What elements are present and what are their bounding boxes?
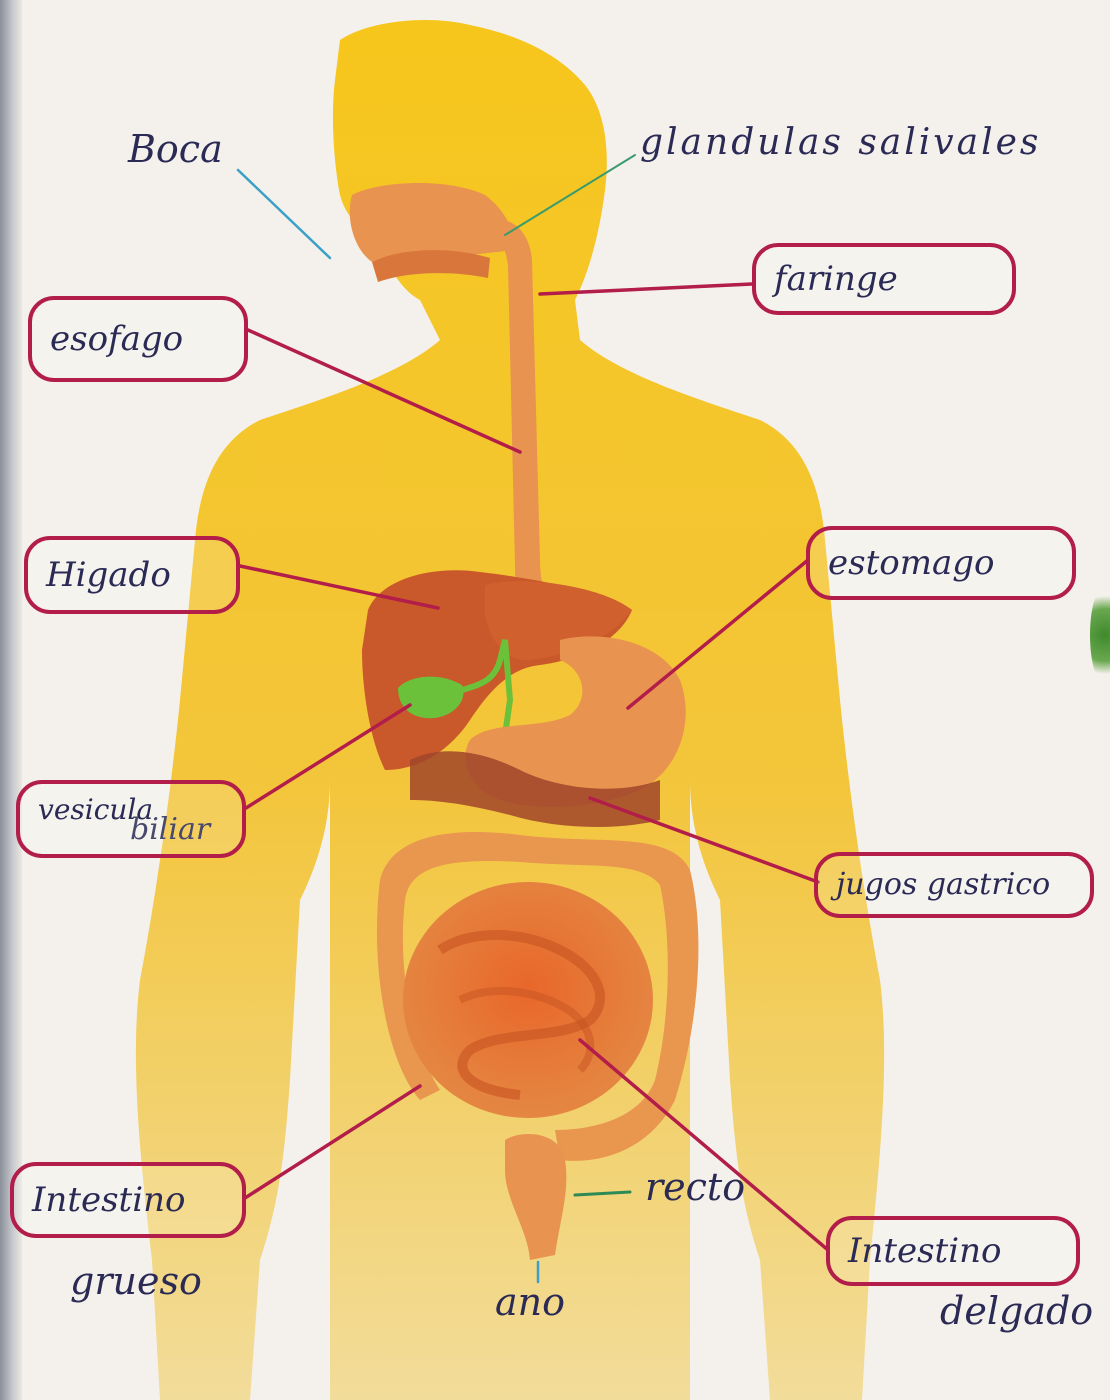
label-faringe: faringe [774,262,898,296]
box-intestino-grueso: Intestino [10,1162,246,1238]
label-intestino-grueso-line1: Intestino [32,1183,185,1217]
label-boca: Boca [128,130,223,168]
label-jugos-gastricos: jugos gastrico [836,870,1050,900]
box-jugos-gastricos: jugos gastrico [814,852,1094,918]
label-higado: Higado [46,558,171,592]
label-intestino-delgado-line1: Intestino [848,1234,1001,1268]
small-intestine [403,882,653,1118]
label-estomago: estomago [828,546,994,580]
label-intestino-delgado-line2: delgado [940,1292,1093,1330]
pointer-boca [238,170,330,258]
box-higado: Higado [24,536,240,614]
box-esofago: esofago [28,296,248,382]
label-recto: recto [645,1168,745,1206]
label-vesicula-line1: vesicula [38,796,153,824]
label-intestino-grueso-line2: grueso [70,1262,202,1300]
label-ano: ano [495,1283,565,1321]
label-esofago: esofago [50,322,183,356]
box-intestino-delgado: Intestino [826,1216,1080,1286]
label-glandulas-salivales: glandulas salivales [640,125,1041,161]
box-vesicula-biliar: vesicula [16,780,246,858]
box-faringe: faringe [752,243,1016,315]
box-estomago: estomago [806,526,1076,600]
